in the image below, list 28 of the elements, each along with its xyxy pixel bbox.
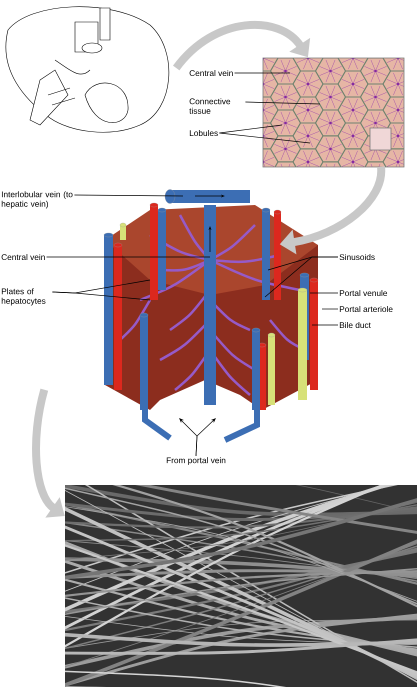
label: Central vein	[2, 254, 45, 260]
leader-line	[219, 124, 282, 134]
micrograph	[65, 485, 417, 687]
leader-line	[219, 132, 310, 144]
leader-line	[322, 308, 338, 310]
label: Central vein	[190, 70, 233, 76]
curved-arrow	[173, 20, 310, 71]
arrow	[196, 418, 216, 456]
leader-line	[46, 256, 210, 258]
label: Bile duct	[340, 322, 371, 328]
lobule-drawing	[104, 189, 318, 443]
label: Plates of hepatocytes	[2, 288, 46, 306]
leader-line	[74, 194, 184, 196]
label: Portal arteriole	[340, 306, 393, 312]
label: From portal vein	[166, 457, 226, 465]
leader-line	[245, 102, 320, 104]
leader-line	[310, 292, 338, 294]
leader-line	[312, 324, 338, 326]
label: Interlobular vein (to hepatic vein)	[2, 191, 73, 208]
leader-line	[264, 256, 338, 298]
leader-line	[52, 292, 150, 300]
label: Sinusoids	[340, 254, 375, 260]
label: Lobules	[190, 130, 218, 136]
leader-line	[234, 72, 290, 74]
liver-drawing	[6, 6, 170, 132]
label: Portal venule	[340, 290, 388, 296]
tissue-pattern-drawing	[262, 58, 404, 168]
label: Connective tissue	[189, 98, 230, 114]
